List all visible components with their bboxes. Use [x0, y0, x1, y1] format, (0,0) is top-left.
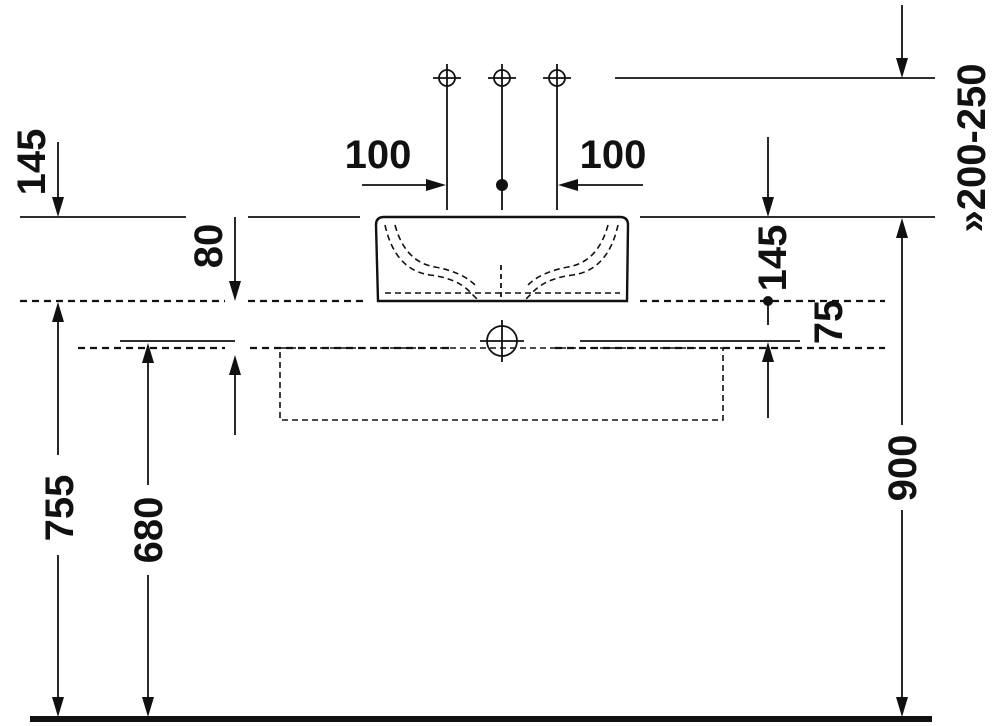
label-tap-height: »200-250 [950, 63, 994, 232]
dim-tap-height-arrow [896, 5, 908, 78]
label-basin-height-left: 145 [10, 129, 54, 196]
label-basin-height-right: 145 [751, 225, 795, 292]
label-countertop-thickness: 80 [187, 224, 231, 269]
label-rim-height: 900 [881, 435, 925, 502]
dim-waste-offset-arrow [762, 342, 774, 418]
tap-spacing-arrows [362, 179, 643, 191]
reference-lines [20, 77, 935, 342]
basin [374, 215, 630, 303]
label-tap-spacing-left: 100 [345, 133, 412, 177]
label-waste-offset: 75 [807, 300, 851, 345]
label-counter-bottom-height: 680 [127, 497, 171, 564]
tap-hole-symbols [433, 64, 571, 210]
dim-counter-bottom-height-arrow [142, 343, 154, 717]
label-counter-top-height: 755 [38, 475, 82, 542]
dim-countertop-arrow [229, 217, 241, 435]
label-tap-spacing-right: 100 [580, 133, 647, 177]
dim-counter-top-height-arrow [52, 302, 64, 717]
waste-outlet-symbol [480, 320, 524, 362]
dim-rim-height-arrow [896, 218, 908, 717]
dim-basin-height-right-arrow [762, 137, 774, 325]
dim-basin-height-left-arrow [52, 142, 64, 217]
